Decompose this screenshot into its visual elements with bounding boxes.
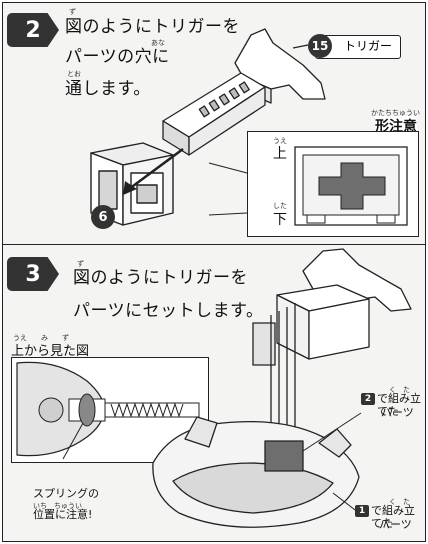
cross-shape-diagram	[294, 146, 408, 226]
top-ruby: うえ	[273, 137, 287, 145]
assembly-illustration	[152, 248, 412, 528]
shape-note-ruby: かたちちゅうい	[371, 109, 420, 117]
step-3-line1: 図のようにトリガーを	[73, 268, 248, 288]
ref1-ruby: く た	[389, 498, 410, 506]
ref2-ruby: く た	[389, 386, 410, 394]
spring-note-line1: スプリングの	[33, 487, 99, 500]
bottom-label: 下	[273, 212, 287, 228]
ref2-badge: 2	[361, 393, 375, 405]
part-6-number: 6	[98, 209, 108, 225]
ref1-line1: で組み立てた	[371, 504, 415, 530]
top-view-ruby: うえ み ず	[13, 334, 69, 342]
part-6-badge: 6	[91, 205, 115, 229]
ref1-badge: 1	[355, 505, 369, 517]
ref2-number: 2	[364, 394, 372, 404]
step-3-line2: パーツにセットします。	[73, 301, 264, 321]
ref1-line2: パーツ	[379, 518, 412, 531]
ruby-zu: ず	[69, 8, 76, 16]
trigger-part-name: トリガー	[344, 39, 393, 53]
zoom-leader	[208, 162, 248, 216]
callout-line	[292, 44, 309, 49]
step-2-line2: パーツの穴に	[65, 47, 170, 67]
ref2-line2: パーツ	[381, 406, 414, 419]
step-2-line1: 図のようにトリガーを	[65, 17, 240, 37]
step-divider	[3, 244, 425, 245]
top-label: 上	[273, 146, 287, 162]
ref1-number: 1	[358, 506, 366, 516]
top-view-diagram	[16, 361, 200, 460]
step-2-line3: 通します。	[65, 79, 151, 99]
bottom-ruby: した	[273, 202, 287, 210]
step-2-badge: 2	[7, 13, 59, 47]
spring-ruby: いち ちゅうい	[33, 502, 82, 510]
step-3-badge: 3	[7, 257, 59, 291]
ref2-line1: で組み立てた	[377, 392, 421, 418]
part-15-number: 15	[311, 39, 329, 53]
step-3-number: 3	[25, 261, 41, 287]
top-view-label: 上から見た図	[11, 344, 90, 359]
trigger-illustration	[162, 28, 326, 156]
spring-note-line2: 位置に注意!	[33, 508, 93, 521]
step-2-number: 2	[25, 17, 41, 43]
ruby-zu-3: ず	[77, 260, 84, 268]
part-15-badge: 15	[308, 34, 332, 58]
ruby-too: とお	[67, 70, 81, 78]
ruby-ana: あな	[151, 39, 165, 47]
